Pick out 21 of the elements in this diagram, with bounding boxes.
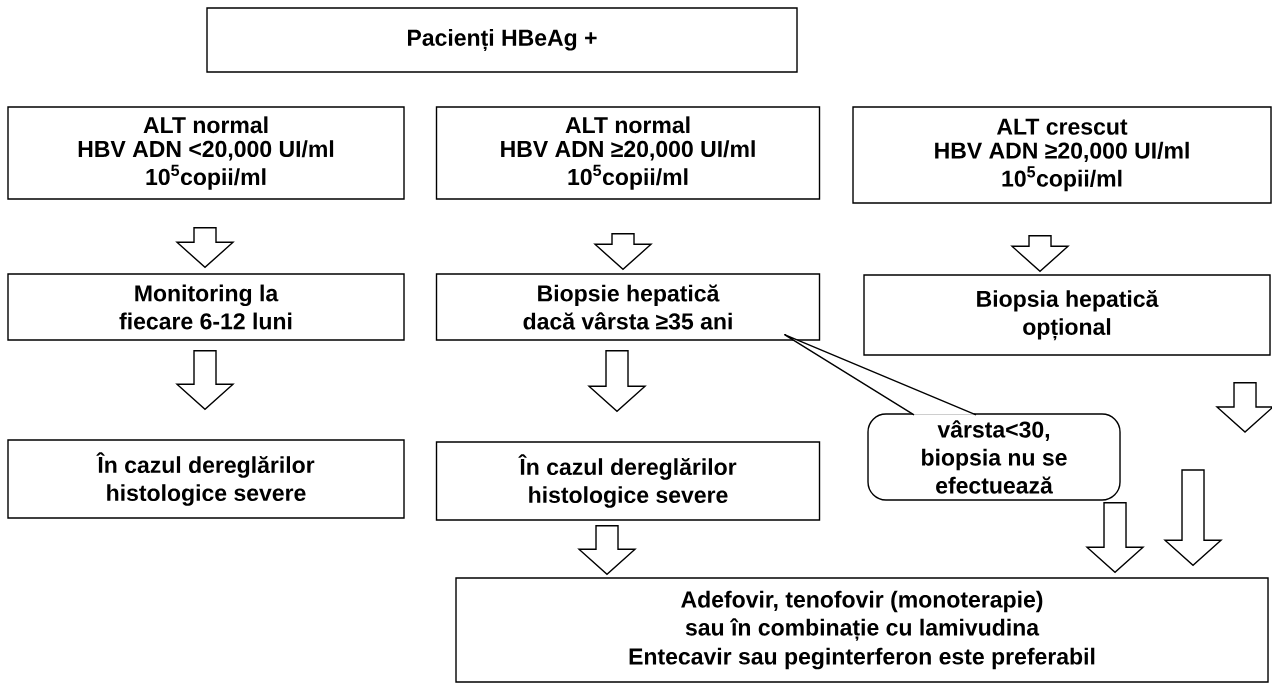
process-box: Adefovir, tenofovir (monoterapie) sau în combinație cu lamivudina Entecavir sau peginterferon este preferabil xyxy=(455,577,1269,683)
block-arrow xyxy=(1163,469,1223,567)
process-box: În cazul dereglărilor histologice severe xyxy=(435,441,821,521)
process-box: Pacienți HBeAg + xyxy=(206,7,798,73)
process-box: Monitoring la fiecare 6-12 luni xyxy=(7,273,405,341)
block-arrow xyxy=(1215,382,1272,433)
block-arrow xyxy=(593,233,653,271)
block-arrow xyxy=(175,227,235,269)
process-box: ALT normal HBV ADN <20,000 UI/ml 10$^{5}$copii/ml xyxy=(7,106,405,200)
process-box: ALT normal HBV ADN ≥20,000 UI/ml 10$^{5}$copii/ml xyxy=(435,106,821,200)
block-arrow xyxy=(1085,502,1145,574)
process-box: ALT crescut HBV ADN ≥20,000 UI/ml 10$^{5}$copii/ml xyxy=(852,106,1272,204)
process-box: Biopsia hepatică opțional xyxy=(863,274,1271,356)
callout-tail xyxy=(783,334,977,416)
block-arrow xyxy=(587,350,647,413)
callout-bubble: vârsta<30, biopsia nu se efectuează xyxy=(867,413,1121,501)
process-box: În cazul dereglărilor histologice severe xyxy=(7,439,405,519)
block-arrow xyxy=(577,525,637,576)
block-arrow xyxy=(175,350,235,411)
process-box: Biopsie hepatică dacă vârsta ≥35 ani xyxy=(435,273,821,341)
block-arrow xyxy=(1010,235,1070,273)
